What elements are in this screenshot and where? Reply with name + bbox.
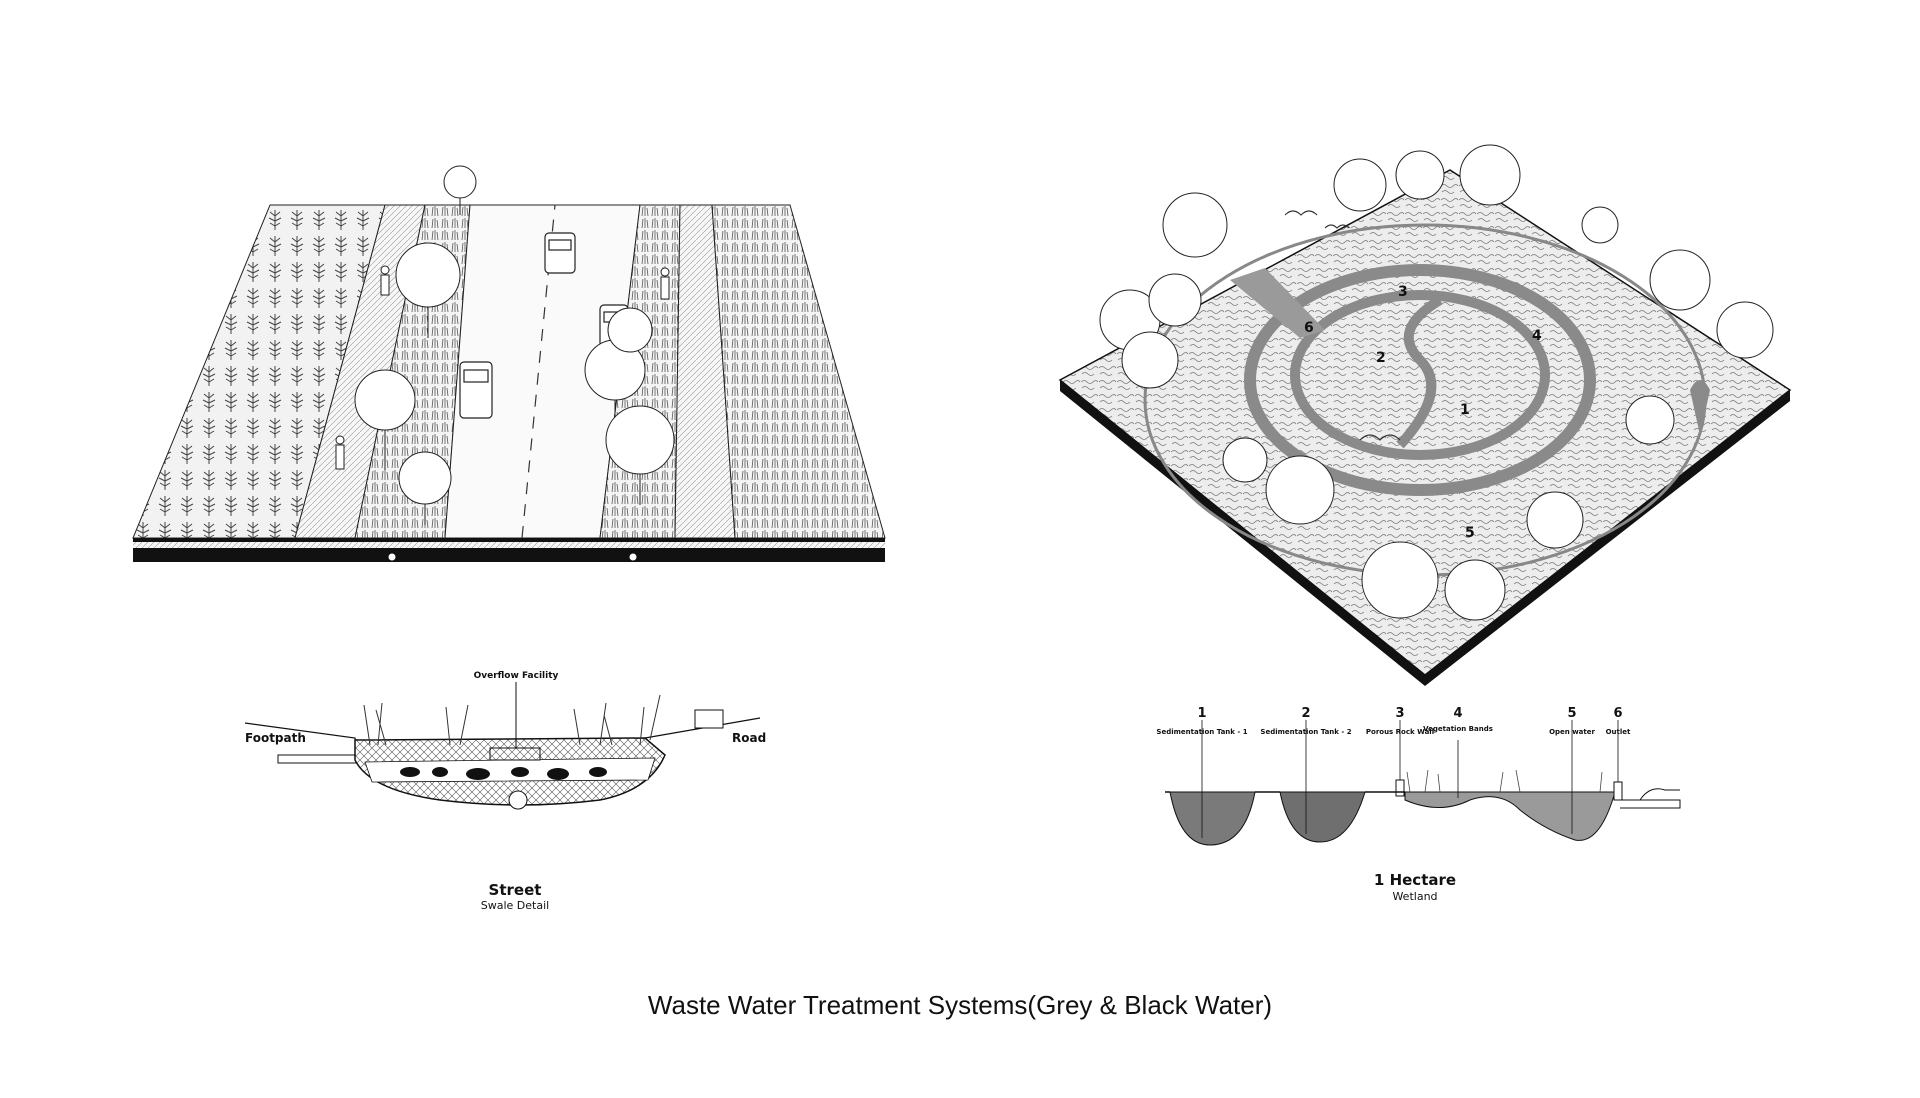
bird-icons — [1284, 210, 1401, 441]
underdrain-pipe — [508, 790, 528, 810]
legend-num-2: 2 — [1301, 706, 1310, 721]
legend-num-3: 3 — [1395, 706, 1404, 721]
street-caption-title: Street — [488, 881, 542, 899]
overflow-label: Overflow Facility — [474, 671, 559, 681]
legend-num-1: 1 — [1197, 706, 1206, 721]
inlet-channel — [1230, 268, 1325, 338]
tree-icons — [354, 165, 675, 525]
plan-number-3: 3 — [1398, 284, 1408, 300]
swale-grass — [363, 694, 661, 746]
overflow-grate — [489, 747, 541, 761]
road-label: Road — [732, 731, 766, 745]
legend-label-5: Open water — [1549, 728, 1595, 736]
legend-num-5: 5 — [1567, 706, 1576, 721]
legend-label-3: Porous Rock Wall — [1366, 728, 1434, 736]
wetland-caption-sub: Wetland — [1392, 890, 1438, 903]
plan-number-4: 4 — [1532, 328, 1542, 344]
street-caption-sub: Swale Detail — [480, 899, 550, 912]
pipe-right — [628, 552, 638, 562]
plan-number-5: 5 — [1465, 525, 1475, 541]
tank-1-section — [1169, 791, 1256, 846]
rock-wall-section — [1395, 779, 1405, 797]
swale-stones — [400, 767, 607, 780]
wetland-section — [1165, 720, 1681, 846]
page-title: Waste Water Treatment Systems(Grey & Bla… — [647, 990, 1273, 1020]
wetland-tree-icons — [1099, 144, 1774, 621]
kerb-block — [694, 709, 724, 729]
outlet-channel — [1690, 380, 1710, 435]
footpath-label: Footpath — [245, 731, 306, 745]
path-ring — [1244, 264, 1596, 496]
tank-2-section — [1279, 791, 1366, 843]
pipe-left — [387, 552, 397, 562]
open-water-section — [1404, 791, 1616, 841]
pedestrian-icons — [335, 265, 670, 470]
legend-label-1: Sedimentation Tank - 1 — [1156, 728, 1247, 736]
tank-divider — [1396, 295, 1443, 449]
inner-ring — [1290, 290, 1550, 460]
plan-number-2: 2 — [1376, 350, 1386, 366]
legend-num-6: 6 — [1613, 706, 1622, 721]
legend-label-4: Vegetation Bands — [1423, 725, 1493, 733]
plan-number-1: 1 — [1460, 402, 1470, 418]
road-centerline — [521, 204, 556, 539]
plan-number-6: 6 — [1304, 320, 1314, 336]
legend-label-2: Sedimentation Tank - 2 — [1260, 728, 1351, 736]
legend-num-4: 4 — [1453, 706, 1462, 721]
wetland-caption-title: 1 Hectare — [1373, 871, 1457, 889]
legend-label-6: Outlet — [1606, 728, 1631, 736]
outlet-section — [1613, 781, 1623, 801]
